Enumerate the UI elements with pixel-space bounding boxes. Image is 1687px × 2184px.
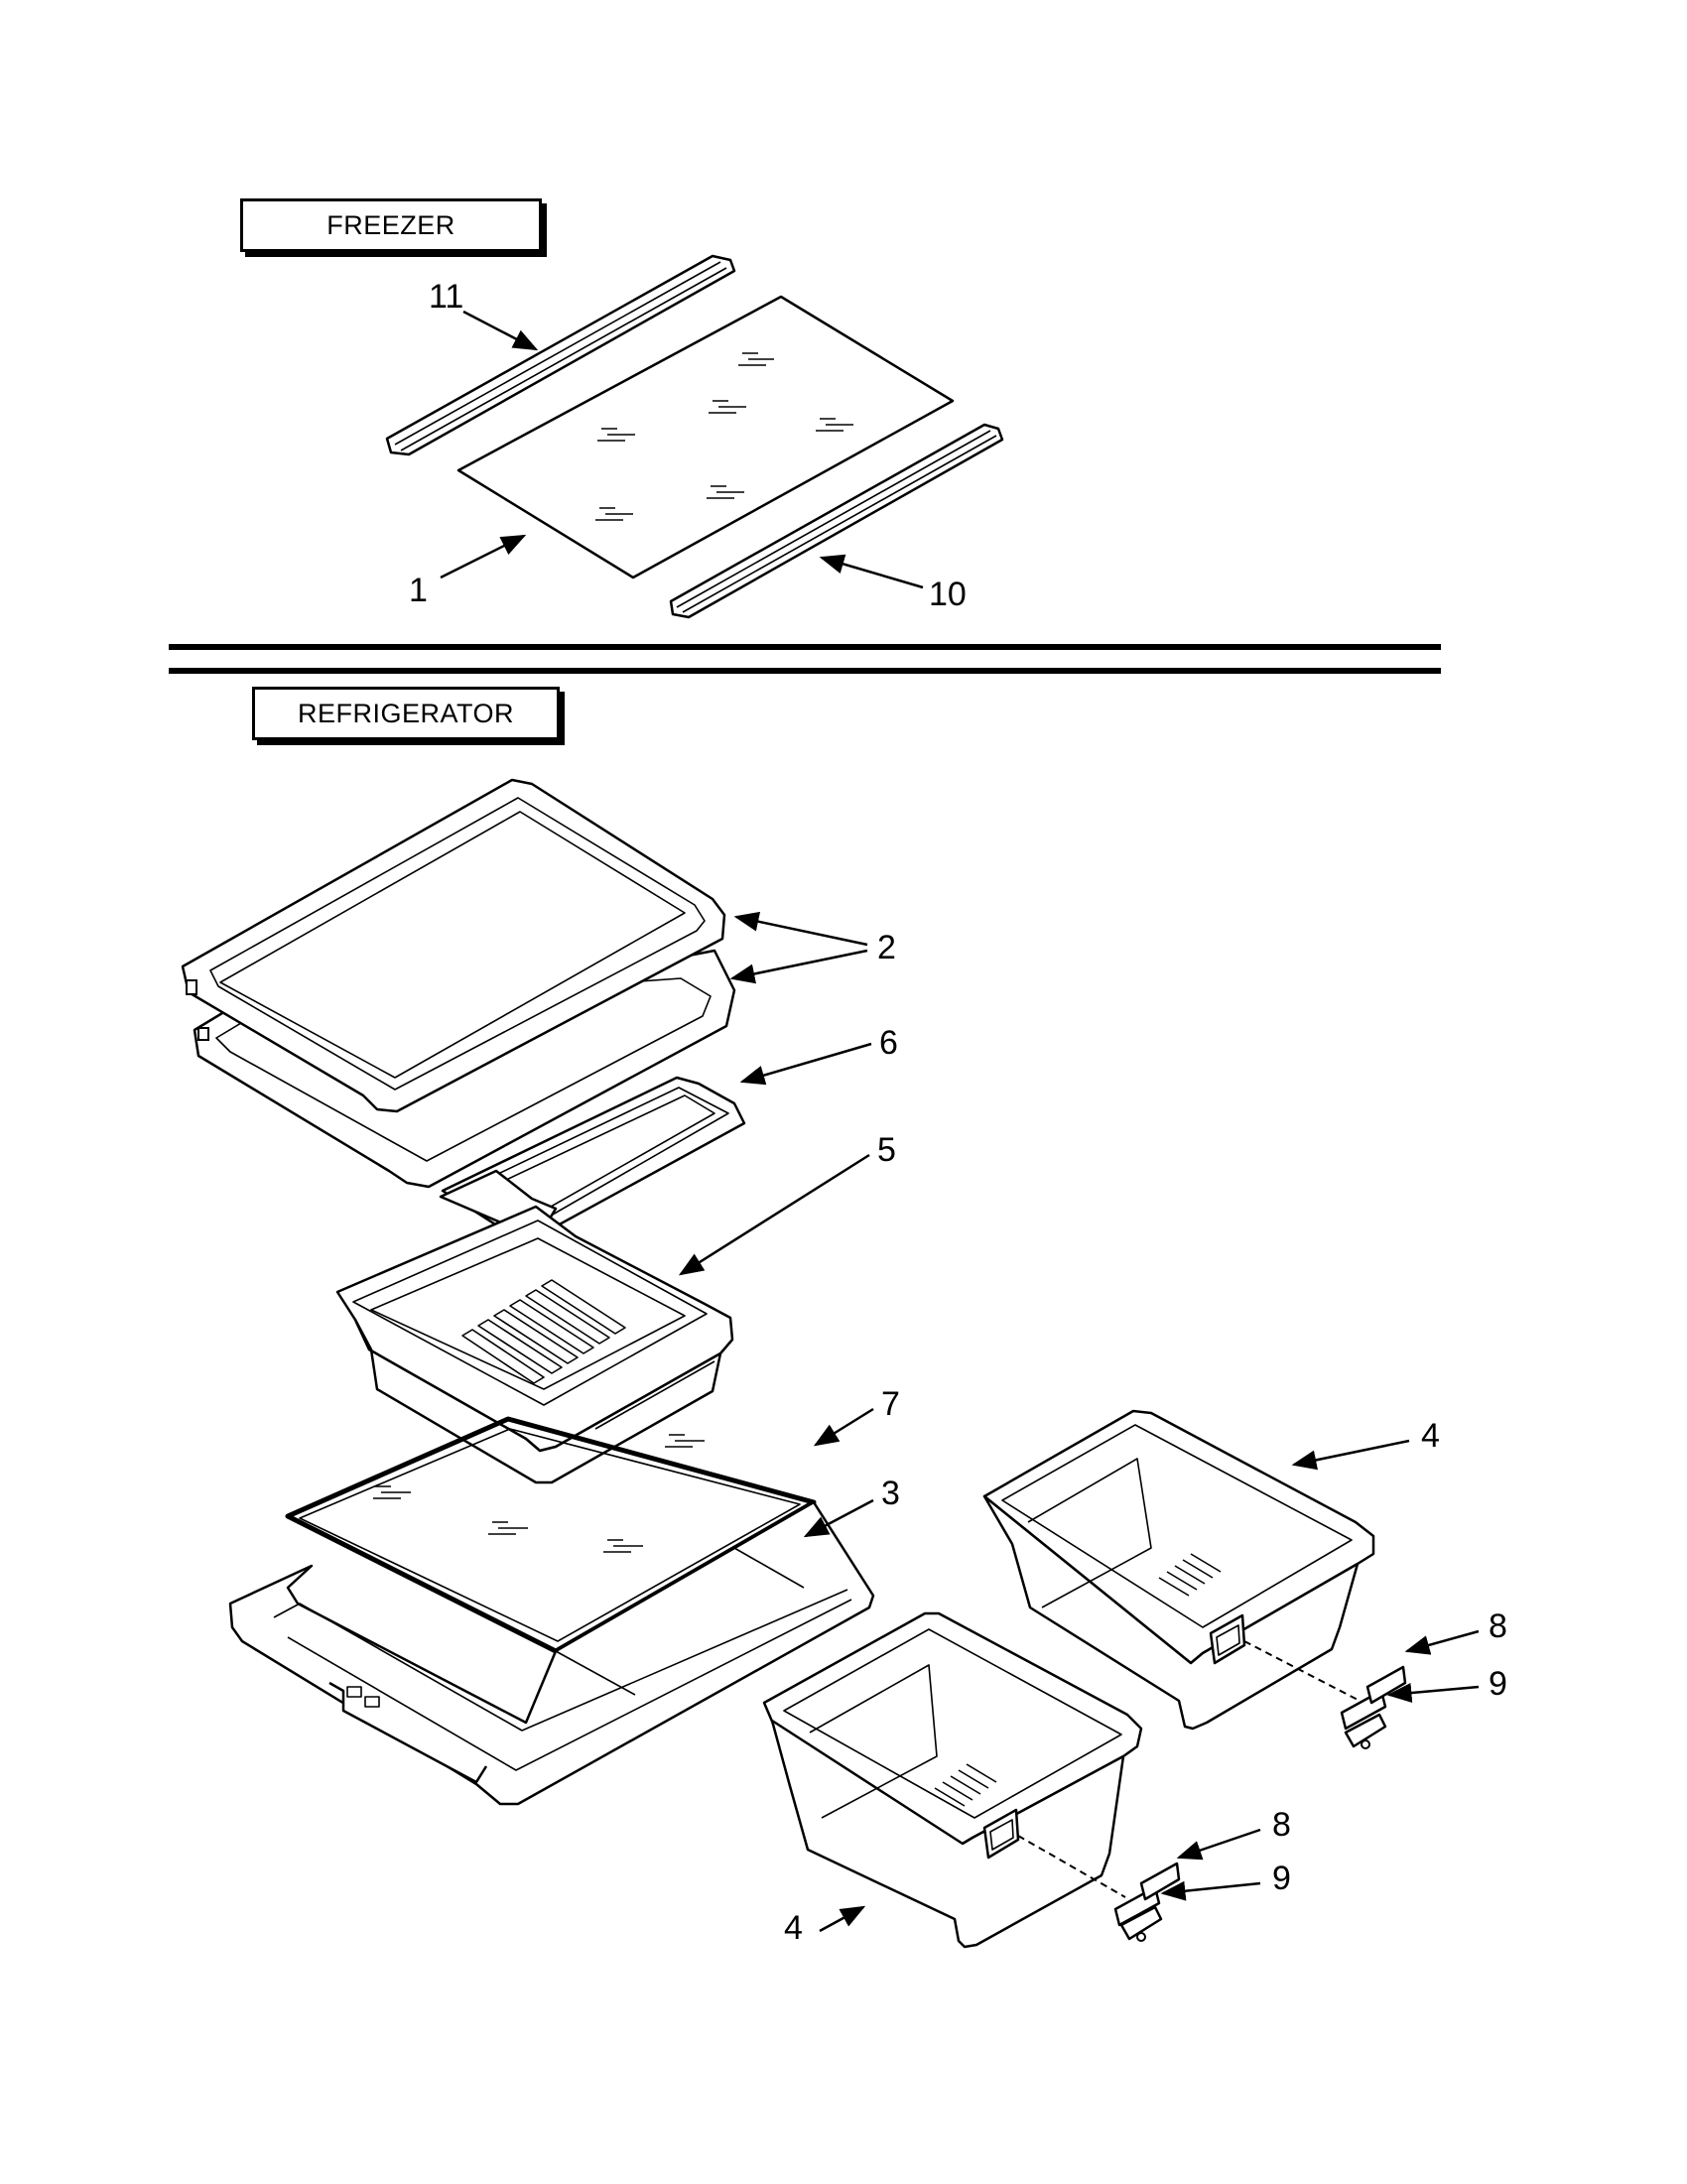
callout-1: 1 <box>409 572 428 609</box>
callout-2: 2 <box>877 929 896 966</box>
refrigerator-crisper-drawer-right <box>982 1409 1375 1731</box>
leader-3 <box>803 1498 874 1538</box>
callout-7: 7 <box>881 1385 900 1423</box>
drawer-label-cover-right <box>1344 1713 1387 1749</box>
drawer-label-holder-right <box>1340 1665 1407 1731</box>
leader-7 <box>813 1407 874 1447</box>
callout-4-left: 4 <box>784 1909 803 1947</box>
drawer-label-cover-left <box>1119 1905 1163 1942</box>
refrigerator-shelf-frame-upper <box>181 778 726 1113</box>
callout-5: 5 <box>877 1131 896 1169</box>
leader-1 <box>440 534 527 579</box>
leader-5 <box>678 1153 870 1276</box>
refrigerator-section-label: REFRIGERATOR <box>252 687 560 740</box>
leader-10 <box>819 554 924 589</box>
refrigerator-crisper-cover-frame <box>228 1500 875 1806</box>
callout-6: 6 <box>879 1024 898 1062</box>
leader-2b <box>729 949 868 984</box>
callout-8-left: 8 <box>1272 1806 1291 1844</box>
freezer-glass-shelf <box>456 295 955 579</box>
leader-4-left <box>819 1905 866 1933</box>
callout-10: 10 <box>929 576 967 613</box>
leader-11 <box>462 310 539 351</box>
drawer-label-holder-left <box>1113 1862 1181 1927</box>
freezer-shelf-rail-front <box>669 423 1004 619</box>
freezer-section-label: FREEZER <box>240 198 542 252</box>
leader-2a <box>733 911 868 947</box>
freezer-shelf-rail-rear <box>385 254 736 456</box>
leader-8-right <box>1404 1629 1480 1655</box>
callout-8-right: 8 <box>1489 1607 1507 1645</box>
callout-9-right: 9 <box>1489 1665 1507 1703</box>
callout-4-right: 4 <box>1421 1417 1440 1455</box>
leader-4-right <box>1291 1439 1410 1471</box>
refrigerator-meat-pan <box>335 1169 734 1484</box>
leader-9-right <box>1386 1683 1480 1703</box>
leader-9-left <box>1160 1880 1261 1901</box>
callout-9-left: 9 <box>1272 1860 1291 1897</box>
refrigerator-crisper-drawer-left <box>762 1611 1143 1949</box>
callout-3: 3 <box>881 1475 900 1512</box>
leader-6 <box>739 1042 872 1086</box>
callout-11: 11 <box>429 278 464 316</box>
leader-8-left <box>1176 1828 1261 1861</box>
